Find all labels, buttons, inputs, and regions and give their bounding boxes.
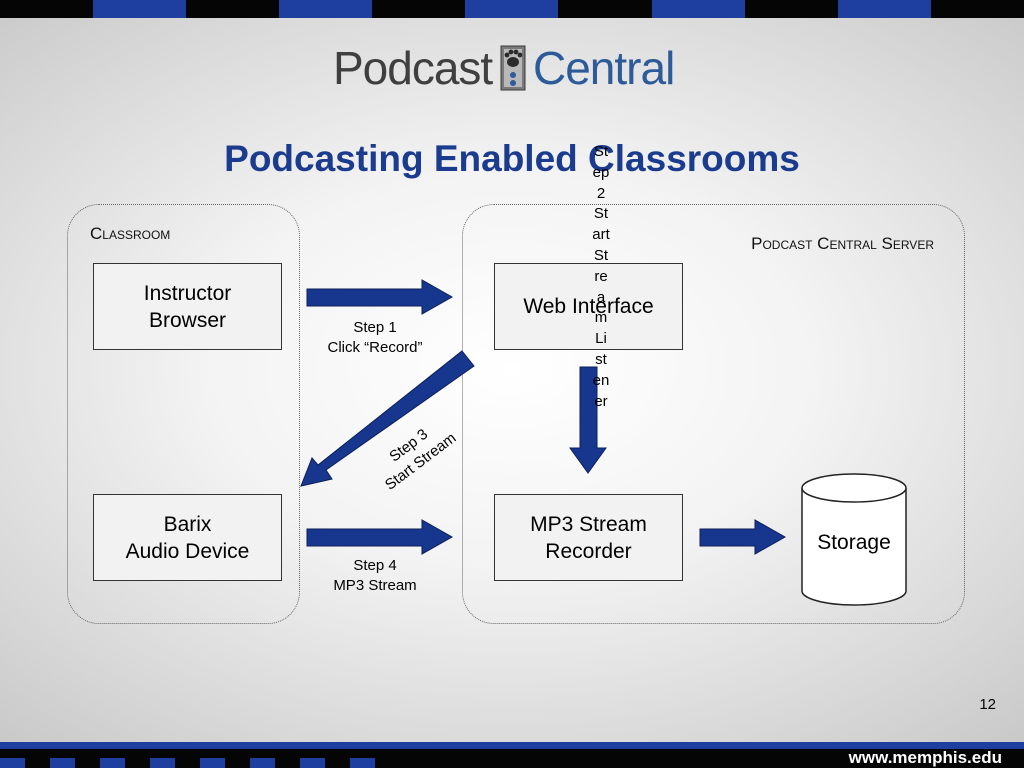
- page-number: 12: [979, 696, 996, 713]
- instructor-box-line2: Browser: [148, 308, 227, 332]
- mp3-box-line2: Recorder: [545, 539, 632, 563]
- step1-title: Step 1: [353, 319, 397, 336]
- web-box-line1: Web Interface: [523, 295, 654, 318]
- top-bar-segment: [837, 0, 931, 18]
- web-interface-box: Web Interface: [494, 263, 683, 350]
- arrow-step4: [306, 519, 454, 555]
- mp3-stream-recorder-box: MP3 Stream Recorder: [494, 494, 683, 581]
- pawprint-badge-icon: [500, 45, 526, 91]
- slide-title: Podcasting Enabled Classrooms: [224, 138, 800, 179]
- bottom-checker-segment: [200, 758, 225, 768]
- bottom-blue-band: [0, 742, 1024, 749]
- step4-title: Step 4: [353, 557, 397, 574]
- step4-desc: MP3 Stream: [333, 577, 417, 594]
- bottom-checker-segment: [100, 758, 125, 768]
- server-region-label: Podcast Central Server: [751, 234, 934, 253]
- logo-word-central: Central: [533, 42, 675, 94]
- barix-audio-device-box: Barix Audio Device: [93, 494, 282, 581]
- step2-vertical-label: Step 2 Start Stream Listener: [592, 143, 610, 410]
- bottom-checker-strip: [0, 758, 400, 768]
- bottom-checker-segment: [0, 758, 25, 768]
- step4-label: Step 4 MP3 Stream: [300, 556, 450, 596]
- footer-url-link[interactable]: www.memphis.edu: [848, 748, 1002, 767]
- instructor-browser-box: Instructor Browser: [93, 263, 282, 350]
- podcast-central-logo: Podcast Central: [333, 38, 675, 98]
- barix-box-line1: Barix: [163, 512, 212, 536]
- logo-word-podcast: Podcast: [333, 42, 493, 94]
- arrow-step1: [306, 279, 454, 315]
- instructor-box-line1: Instructor: [143, 281, 232, 305]
- server-region: [462, 204, 965, 624]
- mp3-box-line1: MP3 Stream: [530, 512, 647, 536]
- top-bar-segment: [651, 0, 745, 18]
- arrow-step2: [569, 366, 607, 474]
- top-bar-segment: [186, 0, 280, 18]
- arrow-step3: [300, 350, 475, 487]
- top-checker-bar: [0, 0, 1024, 18]
- top-bar-segment: [93, 0, 187, 18]
- step1-label: Step 1 Click “Record”: [300, 318, 450, 358]
- bottom-checker-segment: [300, 758, 325, 768]
- bottom-checker-segment: [350, 758, 375, 768]
- classroom-region-label: Classroom: [90, 224, 171, 243]
- top-bar-segment: [279, 0, 373, 18]
- classroom-region: [67, 204, 300, 624]
- bottom-checker-segment: [150, 758, 175, 768]
- top-bar-segment: [558, 0, 652, 18]
- top-bar-segment: [744, 0, 838, 18]
- top-bar-segment: [372, 0, 466, 18]
- storage-cylinder: [801, 473, 907, 606]
- top-bar-segment: [930, 0, 1024, 18]
- arrow-to-storage: [699, 519, 787, 555]
- top-bar-segment: [0, 0, 94, 18]
- bottom-checker-segment: [250, 758, 275, 768]
- bottom-checker-segment: [50, 758, 75, 768]
- step1-desc: Click “Record”: [327, 339, 423, 356]
- barix-box-line2: Audio Device: [125, 539, 250, 563]
- storage-label: Storage: [817, 531, 891, 554]
- top-bar-segment: [465, 0, 559, 18]
